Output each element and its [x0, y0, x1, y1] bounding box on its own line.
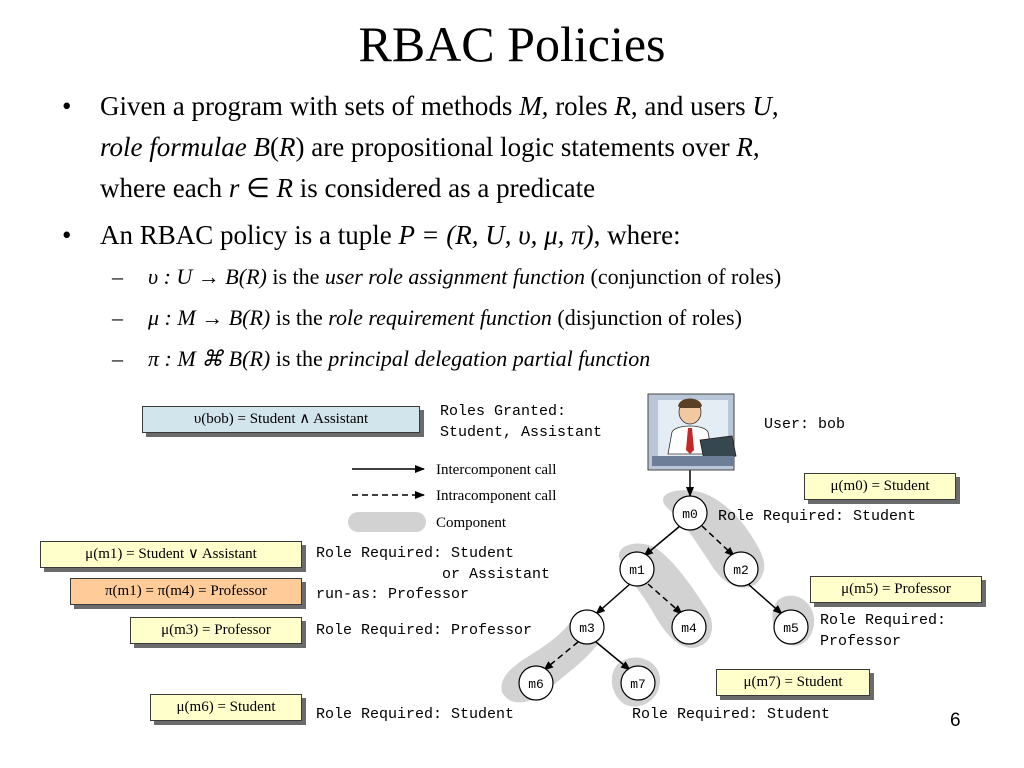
user-role-assignment-box: υ(bob) = Student ∧ Assistant [142, 406, 420, 433]
bullet-text: role formulae B [100, 132, 270, 162]
node-label: m7 [630, 677, 646, 692]
sub-bullet-1: – υ : U → B(R) is the user role assignme… [62, 256, 1002, 297]
bullet-dot: • [62, 91, 72, 121]
m1-role-required-label: Role Required: Student or Assistant [316, 545, 551, 583]
m6-role-required-label: Role Required: Student [316, 706, 515, 723]
bullet-text: , and users [630, 91, 753, 121]
role-requirement-m6-box: μ(m6) = Student [150, 694, 302, 721]
legend-component-swatch [348, 512, 426, 532]
bullet-text: R [278, 132, 296, 162]
dash-marker: – [112, 346, 123, 371]
m3-role-required-label: Role Required: Professor [316, 622, 533, 639]
bullet-item-1: • Given a program with sets of methods M… [62, 86, 1002, 209]
delegation-m1-m4-box: π(m1) = π(m4) = Professor [70, 578, 302, 605]
edge-m1-m4 [647, 583, 683, 615]
node-label: m6 [528, 677, 544, 692]
node-label: m2 [733, 563, 749, 578]
dash-marker: – [112, 305, 123, 330]
sub-bullet-text: is the [266, 264, 325, 289]
node-m6: m6 [518, 665, 554, 701]
edge-m2-m5 [747, 583, 783, 615]
m7-role-required-label: Role Required: Student [632, 706, 831, 723]
bullet-text: ) are propositional logic statements ove… [295, 132, 737, 162]
legend-intracomponent: Intracomponent call [436, 488, 557, 504]
bullet-text: , [771, 91, 779, 121]
bullet-text: r [228, 173, 240, 203]
node-m0: m0 [672, 495, 708, 531]
bullet-text: P = (R, U, υ, μ, π) [398, 220, 594, 250]
sub-bullet-text: (conjunction of roles) [585, 264, 782, 289]
bullet-dot: • [62, 220, 72, 250]
slide-title: RBAC Policies [358, 16, 666, 72]
role-requirement-m5-box: μ(m5) = Professor [810, 576, 982, 603]
edge-m0-m1 [643, 525, 681, 557]
sub-bullet-symbol: μ : M → B(R) [148, 305, 271, 330]
role-requirement-m7-box: μ(m7) = Student [716, 669, 870, 696]
bullet-text: ∈ [239, 173, 277, 203]
bullet-text: R [614, 91, 631, 121]
bullet-text: roles [548, 91, 615, 121]
sub-bullet-symbol: υ : U → B(R) [148, 264, 267, 289]
bullet-text: , where: [593, 220, 681, 250]
sub-bullet-symbol: π : M ⌘ B(R) [148, 346, 271, 371]
node-m3: m3 [569, 609, 605, 645]
node-m4: m4 [671, 609, 707, 645]
bullet-text: U [752, 91, 772, 121]
bullet-list: • Given a program with sets of methods M… [62, 86, 1002, 379]
bullet-text: An RBAC policy is a tuple [100, 220, 399, 250]
user-computer-icon [647, 393, 737, 471]
node-label: m0 [682, 507, 698, 522]
m0-role-required-label: Role Required: Student [718, 508, 917, 525]
page-number: 6 [950, 710, 961, 731]
bullet-text: ( [269, 132, 279, 162]
run-as-label: run-as: Professor [316, 586, 470, 603]
bullet-text: R [276, 173, 293, 203]
sub-bullet-text: is the [270, 346, 329, 371]
node-label: m5 [783, 621, 799, 636]
bullet-text: , [752, 132, 760, 162]
bullet-item-2: • An RBAC policy is a tuple P = (R, U, υ… [62, 215, 1002, 256]
edge-m3-m7 [595, 641, 631, 671]
edge-m0-m2 [701, 525, 735, 557]
node-m1: m1 [619, 551, 655, 587]
role-requirement-m0-box: μ(m0) = Student [804, 473, 956, 500]
bullet-text: where each [100, 173, 229, 203]
bullet-text: M, [519, 91, 549, 121]
sub-bullet-term: role requirement function [328, 305, 552, 330]
legend-component: Component [436, 515, 506, 531]
bullet-text: Given a program with sets of methods [100, 91, 520, 121]
node-label: m4 [681, 621, 697, 636]
sub-bullet-2: – μ : M → B(R) is the role requirement f… [62, 297, 1002, 338]
user-label: User: bob [764, 416, 846, 433]
sub-bullet-term: user role assignment function [324, 264, 586, 289]
sub-bullet-term: principal delegation partial function [328, 346, 651, 371]
role-requirement-m3-box: μ(m3) = Professor [130, 617, 302, 644]
sub-bullet-text: (disjunction of roles) [551, 305, 742, 330]
dash-marker: – [112, 264, 123, 289]
node-label: m1 [629, 563, 645, 578]
node-m5: m5 [773, 609, 809, 645]
edge-m3-m6 [543, 641, 579, 671]
node-m7: m7 [620, 665, 656, 701]
edge-m1-m3 [595, 583, 631, 615]
bullet-text: is considered as a predicate [292, 173, 596, 203]
node-label: m3 [579, 621, 595, 636]
sub-bullet-3: – π : M ⌘ B(R) is the principal delegati… [62, 338, 1002, 379]
roles-granted-label: Roles Granted: Student, Assistant [440, 403, 603, 441]
legend-intercomponent: Intercomponent call [436, 462, 557, 478]
role-requirement-m1-box: μ(m1) = Student ∨ Assistant [40, 541, 302, 568]
m5-role-required-label: Role Required: Professor [820, 612, 947, 650]
node-m2: m2 [723, 551, 759, 587]
sub-bullet-text: is the [270, 305, 329, 330]
bullet-text: R [736, 132, 753, 162]
